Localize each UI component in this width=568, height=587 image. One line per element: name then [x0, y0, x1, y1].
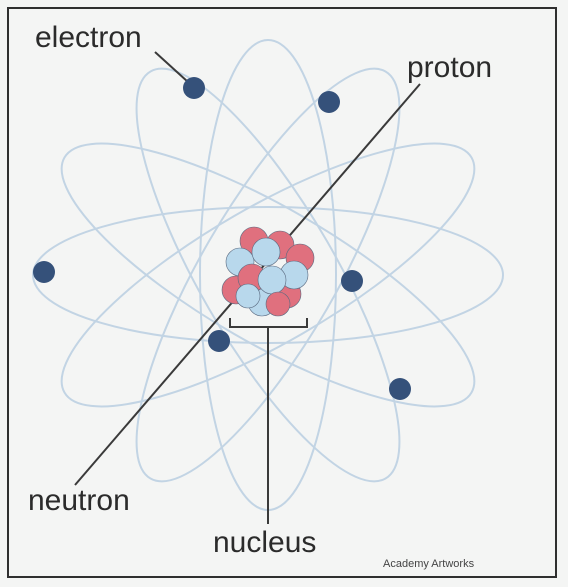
electron-label: electron: [35, 21, 142, 54]
electron-2: [318, 91, 340, 113]
nucleon: [257, 265, 287, 295]
electron-6: [389, 378, 411, 400]
nucleus-label: nucleus: [213, 526, 316, 559]
orbit-2: [60, 142, 476, 408]
nucleon: [235, 283, 261, 309]
credit-label: Academy Artworks: [383, 558, 475, 570]
electrons: [33, 77, 411, 400]
electron-5: [208, 330, 230, 352]
electron-1: [183, 77, 205, 99]
nucleon: [265, 291, 291, 317]
diagram-border: [7, 7, 557, 578]
neutron-label: neutron: [28, 484, 130, 517]
electron-leader: [154, 51, 189, 83]
nucleus-bracket: [229, 318, 308, 328]
electron-4: [341, 270, 363, 292]
orbit-3: [135, 67, 401, 483]
orbit-5: [135, 67, 401, 483]
electron-3: [33, 261, 55, 283]
proton-label: proton: [407, 51, 492, 84]
nucleus: [221, 226, 315, 317]
orbit-6: [60, 142, 476, 408]
nucleon: [251, 237, 281, 267]
